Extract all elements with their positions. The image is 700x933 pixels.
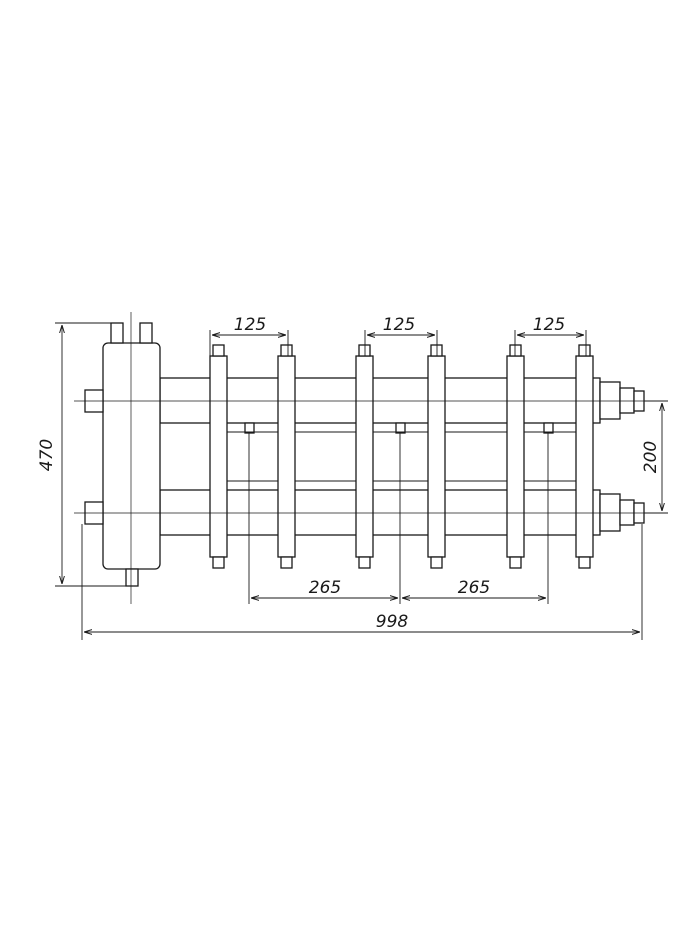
dimension-lines [62, 325, 662, 632]
dim-circuit-pitch-2: 265 [458, 578, 490, 598]
dim-circuit-spacing-3: 125 [533, 315, 565, 335]
separator-top-port-right [139, 322, 153, 344]
upper-header-bar [159, 377, 601, 424]
inner-frame-lines [227, 431, 576, 482]
upper-end-cap [599, 381, 635, 420]
circuit-pipe-1 [209, 344, 228, 569]
separator-top-port-left [110, 322, 124, 344]
dim-header-spacing: 200 [641, 441, 661, 473]
circuit-pipe-6 [575, 344, 594, 569]
circuit-pipe-5 [506, 344, 525, 569]
manifold-body [84, 322, 645, 587]
sensor-pocket-2 [395, 422, 406, 434]
lower-end-cap [599, 493, 635, 532]
separator-drain-port [125, 568, 139, 587]
extension-lines [55, 322, 668, 640]
hydraulic-separator [102, 342, 161, 570]
dim-overall-length: 998 [376, 612, 409, 632]
dim-overall-height: 470 [37, 439, 57, 471]
lower-header-bar [159, 489, 601, 536]
circuit-pipe-2 [277, 344, 296, 569]
circuit-pipe-3 [355, 344, 374, 569]
sensor-pocket-3 [543, 422, 554, 434]
dim-circuit-pitch-1: 265 [309, 578, 341, 598]
circuit-pipe-4 [427, 344, 446, 569]
dim-circuit-spacing-2: 125 [383, 315, 415, 335]
sensor-pocket-1 [244, 422, 255, 434]
axis-lines [74, 312, 660, 604]
dim-circuit-spacing-1: 125 [234, 315, 266, 335]
